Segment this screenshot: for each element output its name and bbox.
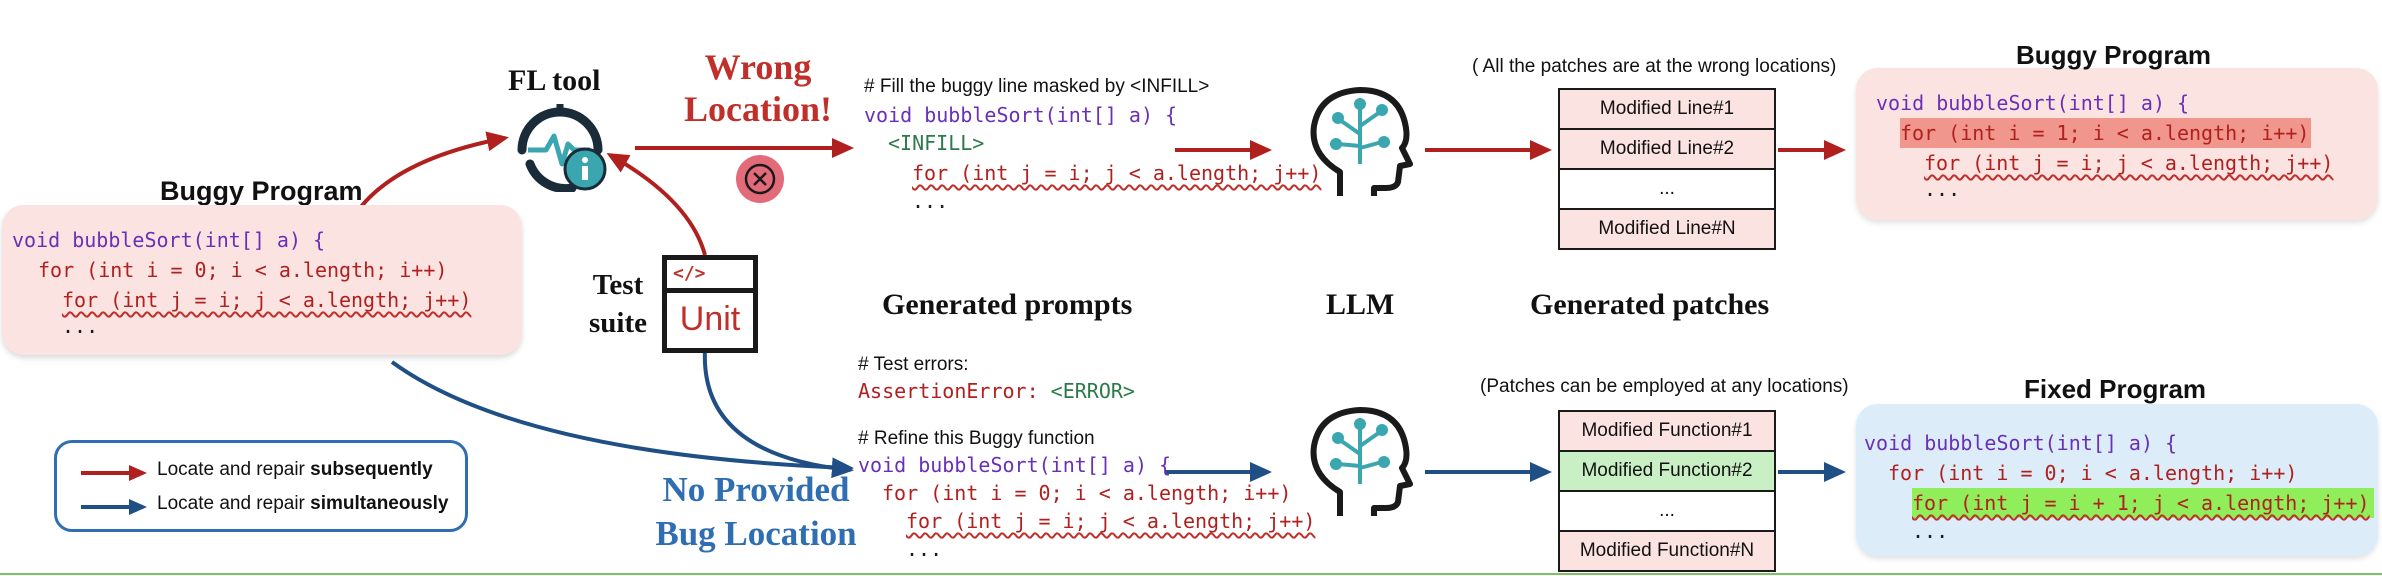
fixed-result-box: void bubbleSort(int[] a) { for (int i = … (1856, 404, 2378, 556)
legend-item-bold: simultaneously (310, 493, 449, 514)
bottom-patches-list: Modified Function#1 Modified Function#2 … (1558, 410, 1776, 572)
patch-item: ... (1560, 492, 1774, 532)
unit-icon-tag: </> (667, 260, 753, 293)
patch-item: Modified Function#N (1560, 532, 1774, 570)
arrow-program-to-prompt-bottom (390, 360, 854, 478)
generated-patches-label: Generated patches (1530, 288, 1770, 321)
brain-head-icon-bottom (1310, 407, 1413, 516)
top-prompt-ellipsis: ... (912, 189, 949, 213)
test-suite-label: Test suite (578, 266, 658, 342)
bottom-prompt-error-line: AssertionError: <ERROR> (858, 376, 1135, 406)
buggy-result-title: Buggy Program (2016, 40, 2212, 70)
fl-tool-gauge-icon (517, 104, 603, 192)
left-program-title: Buggy Program (160, 176, 363, 206)
arrow-test-to-fl (606, 153, 707, 256)
left-code-line-2: for (int i = 0; i < a.length; i++) (38, 258, 448, 282)
generated-prompts-label: Generated prompts (882, 288, 1133, 321)
bottom-prompt-error-type: AssertionError: (858, 379, 1039, 403)
bottom-patches-caption: (Patches can be employed at any location… (1480, 376, 1849, 397)
unit-icon-text: Unit (679, 300, 741, 338)
fl-tool-label: FL tool (508, 64, 601, 97)
legend-item-subsequently: Locate and repair subsequently (157, 459, 433, 481)
fixed-result-signature: void bubbleSort(int[] a) { (1864, 431, 2178, 455)
top-prompt-signature: void bubbleSort(int[] a) { (864, 103, 1178, 127)
legend: Locate and repair subsequently Locate an… (54, 440, 468, 532)
legend-item-simultaneously: Locate and repair simultaneously (157, 493, 449, 515)
no-location-label: No Provided Bug Location (636, 468, 876, 556)
left-code-line-4: ... (62, 314, 99, 338)
legend-item-prefix: Locate and repair (157, 493, 311, 514)
left-code-line-1: void bubbleSort(int[] a) { (12, 228, 326, 252)
wrong-location-label: Wrong Location! (668, 46, 848, 130)
test-suite-line1: Test (592, 269, 644, 301)
top-prompt-comment: # Fill the buggy line masked by <INFILL> (864, 76, 1210, 97)
fixed-result-ellipsis: ... (1912, 519, 1949, 543)
arrow-program-to-fl (358, 131, 509, 210)
top-prompt-infill: <INFILL> (888, 131, 985, 155)
llm-label: LLM (1326, 288, 1395, 321)
patch-item: ... (1560, 170, 1774, 210)
left-code-line-3: for (int j = i; j < a.length; j++) (62, 288, 472, 312)
info-icon (563, 147, 607, 191)
patch-item: Modified Line#1 (1560, 90, 1774, 130)
wrong-location-line1: Wrong (704, 47, 812, 87)
left-program-box: void bubbleSort(int[] a) { for (int i = … (2, 205, 522, 355)
patch-item: Modified Line#2 (1560, 130, 1774, 170)
top-patches-caption: ( All the patches are at the wrong locat… (1472, 56, 1837, 77)
fixed-result-inner-loop: for (int j = i + 1; j < a.length; j++) (1912, 488, 2374, 518)
unit-test-icon: </> Unit (662, 255, 758, 353)
patch-item: Modified Line#N (1560, 210, 1774, 248)
buggy-result-ellipsis: ... (1924, 177, 1961, 201)
wrong-location-line2: Location! (684, 89, 832, 129)
no-location-line1: No Provided (662, 470, 850, 509)
test-suite-line2: suite (589, 307, 647, 339)
no-location-line2: Bug Location (655, 514, 857, 553)
buggy-result-outer-loop: for (int i = 1; i < a.length; i++) (1900, 118, 2312, 148)
buggy-result-signature: void bubbleSort(int[] a) { (1876, 91, 2190, 115)
patch-item: Modified Function#2 (1560, 452, 1774, 492)
fixed-result-title: Fixed Program (2024, 374, 2207, 404)
bottom-prompt-error-tag: <ERROR> (1050, 379, 1135, 403)
fixed-result-outer-loop: for (int i = 0; i < a.length; i++) (1888, 461, 2298, 485)
bottom-prompt-signature: void bubbleSort(int[] a) { (858, 453, 1172, 477)
legend-item-prefix: Locate and repair (157, 459, 311, 480)
legend-arrows (81, 465, 147, 515)
buggy-result-box: void bubbleSort(int[] a) { for (int i = … (1856, 68, 2378, 220)
brain-head-icon-top (1310, 87, 1413, 196)
arrow-test-to-prompt-bottom (702, 349, 854, 479)
bottom-prompt-comment2: # Refine this Buggy function (858, 428, 1095, 449)
bottom-prompt-inner-loop: for (int j = i; j < a.length; j++) (906, 509, 1316, 533)
buggy-result-inner-loop: for (int j = i; j < a.length; j++) (1924, 151, 2334, 175)
legend-item-bold: subsequently (310, 459, 433, 480)
top-patches-list: Modified Line#1 Modified Line#2 ... Modi… (1558, 88, 1776, 250)
bottom-prompt-ellipsis: ... (906, 537, 943, 561)
bottom-prompt-outer-loop: for (int i = 0; i < a.length; i++) (882, 481, 1292, 505)
patch-item: Modified Function#1 (1560, 412, 1774, 452)
error-x-icon (736, 155, 784, 203)
top-prompt-inner-loop: for (int j = i; j < a.length; j++) (912, 161, 1322, 185)
bottom-prompt-comment1: # Test errors: (858, 354, 969, 375)
